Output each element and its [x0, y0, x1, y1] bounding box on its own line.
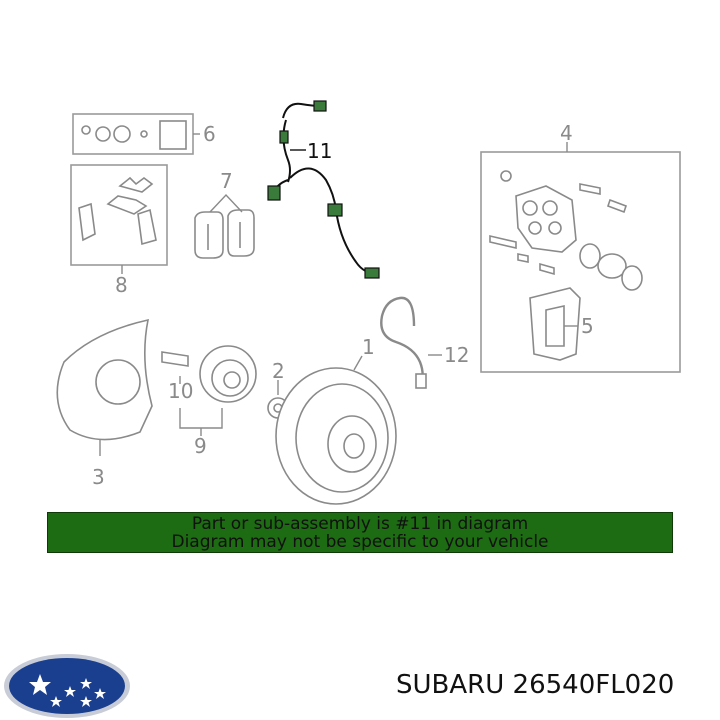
banner-line-1: Part or sub-assembly is #11 in diagram	[191, 513, 529, 534]
part-number: 26540FL020	[512, 670, 675, 700]
callout-8: 8	[115, 273, 128, 297]
part-12-brake-hose: 12	[380, 296, 469, 389]
part-7-brake-pads: 7	[194, 169, 255, 259]
callout-11: 11	[307, 139, 332, 163]
callout-5: 5	[581, 314, 594, 338]
part-6-seal-kit: 6	[72, 113, 216, 155]
part-caption: SUBARU 26540FL020	[396, 670, 696, 700]
callout-12: 12	[444, 343, 469, 367]
callout-2: 2	[272, 359, 285, 383]
callout-7: 7	[220, 169, 233, 193]
callout-3: 3	[92, 465, 105, 489]
callout-1: 1	[362, 335, 375, 359]
part-11-abs-sensor-harness: 11	[267, 100, 380, 279]
callout-9: 9	[194, 434, 207, 458]
callout-4: 4	[560, 121, 573, 145]
part-1-brake-rotor: 1	[275, 335, 397, 505]
part-3-dust-shield: 3	[56, 318, 153, 489]
part-4-caliper: 4 5	[480, 121, 681, 373]
callout-10: 10	[168, 379, 193, 403]
brand-name: SUBARU	[396, 670, 505, 700]
part-8-pad-clips: 8	[70, 164, 168, 297]
info-banner: Part or sub-assembly is #11 in diagram D…	[47, 512, 673, 553]
subaru-logo-icon	[4, 654, 130, 718]
banner-line-2: Diagram may not be specific to your vehi…	[171, 531, 549, 552]
callout-6: 6	[203, 122, 216, 146]
part-9-hub-assembly: 10 9	[161, 345, 257, 458]
